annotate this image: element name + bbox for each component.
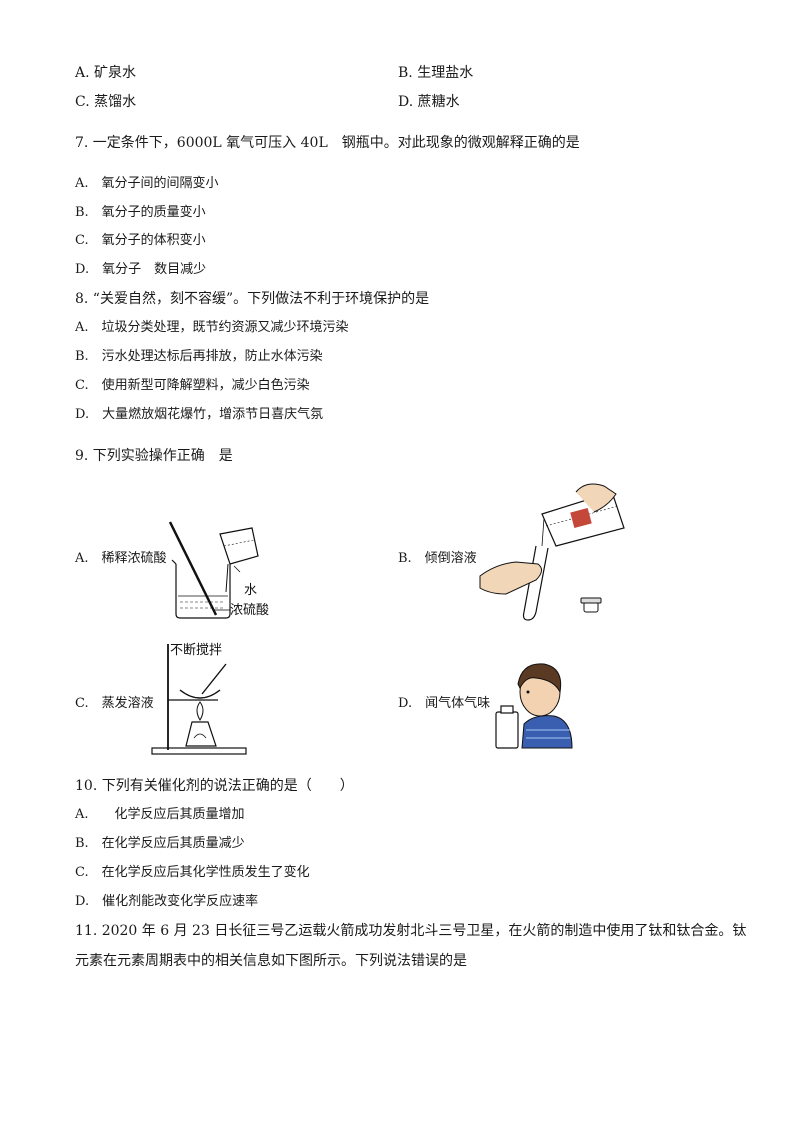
q8-stem: 8. “关爱自然，刻不容缓”。下列做法不利于环境保护的是 — [75, 291, 430, 307]
q11-stem-line1: 11. 2020 年 6 月 23 日长征三号乙运载火箭成功发射北斗三号卫星，在… — [75, 923, 747, 939]
q9-option-b: B. 倾倒溶液 — [398, 551, 477, 566]
q8-option-d: D. 大量燃放烟花爆竹，增添节日喜庆气氛 — [75, 407, 324, 422]
q10-option-c: C. 在化学反应后其化学性质发生了变化 — [75, 865, 310, 880]
q8-option-a: A. 垃圾分类处理，既节约资源又减少环境污染 — [75, 320, 349, 335]
q6-option-b: B. 生理盐水 — [398, 65, 474, 81]
dilute-acid-figure: 水 浓硫酸 — [168, 521, 283, 622]
q7-stem: 7. 一定条件下，6000L 氧气可压入 40L 钢瓶中。对此现象的微观解释正确… — [75, 135, 580, 151]
q9-option-d: D. 闻气体气味 — [398, 696, 491, 711]
q11-stem-line2: 元素在元素周期表中的相关信息如下图所示。下列说法错误的是 — [75, 953, 467, 969]
pour-solution-figure — [476, 483, 626, 624]
concentrated-sulfuric-acid-label: 浓硫酸 — [230, 603, 269, 618]
q8-option-b: B. 污水处理达标后再排放，防止水体污染 — [75, 349, 323, 364]
q10-option-b: B. 在化学反应后其质量减少 — [75, 836, 245, 851]
q7-option-d: D. 氧分子 数目减少 — [75, 262, 207, 277]
q7-option-b: B. 氧分子的质量变小 — [75, 205, 206, 220]
stir-continuously-label: 不断搅拌 — [170, 642, 222, 658]
q10-option-a: A. 化学反应后其质量增加 — [75, 807, 245, 822]
smell-gas-figure — [494, 658, 574, 750]
q6-option-c: C. 蒸馏水 — [75, 94, 137, 110]
q10-stem: 10. 下列有关催化剂的说法正确的是（ ） — [75, 778, 354, 794]
q7-option-c: C. 氧分子的体积变小 — [75, 233, 206, 248]
q8-option-c: C. 使用新型可降解塑料，减少白色污染 — [75, 378, 310, 393]
q9-option-c: C. 蒸发溶液 — [75, 696, 154, 711]
q7-option-a: A. 氧分子间的间隔变小 — [75, 176, 219, 191]
q6-option-d: D. 蔗糖水 — [398, 94, 460, 110]
q6-option-a: A. 矿泉水 — [75, 65, 137, 81]
evaporate-solution-figure: 不断搅拌 — [146, 638, 247, 756]
q10-option-d: D. 催化剂能改变化学反应速率 — [75, 894, 259, 909]
water-label: 水 — [244, 583, 257, 598]
q9-stem: 9. 下列实验操作正确 是 — [75, 448, 233, 464]
q9-option-a: A. 稀释浓硫酸 — [75, 551, 167, 566]
